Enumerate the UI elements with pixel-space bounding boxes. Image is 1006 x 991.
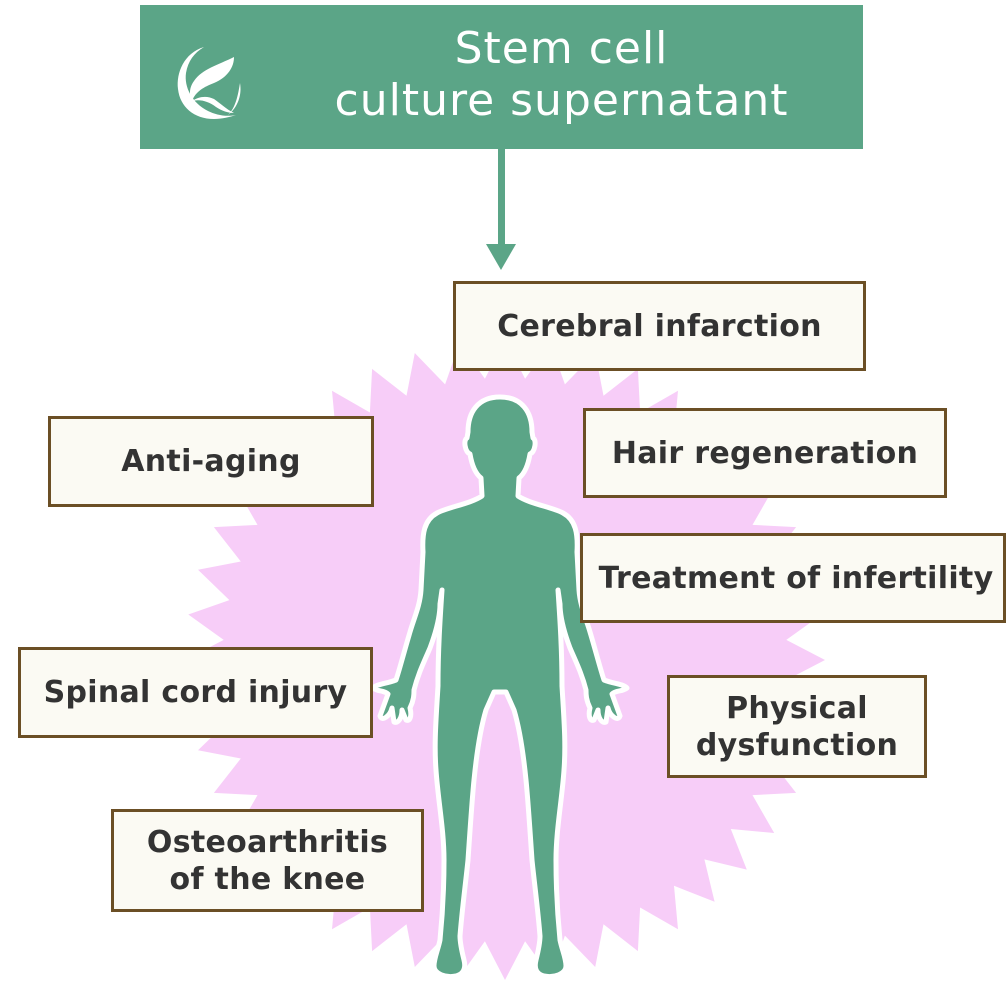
label-text: Treatment of infertility (598, 560, 994, 596)
header-title-line-1: Stem cell (454, 23, 669, 74)
arrow-shaft (498, 149, 505, 245)
arrow-down-icon (486, 244, 516, 270)
label-hair-regeneration: Hair regeneration (583, 408, 947, 498)
header-banner: Stem cell culture supernatant (140, 5, 863, 149)
header-title-line-2: culture supernatant (334, 75, 789, 126)
label-text-line-1: Physical (726, 690, 868, 726)
label-spinal-cord-injury: Spinal cord injury (18, 647, 373, 738)
label-text-line-2: dysfunction (695, 727, 899, 763)
label-text-line-1: Osteoarthritis (146, 824, 389, 860)
label-treatment-of-infertility: Treatment of infertility (580, 533, 1006, 623)
label-text: Anti-aging (121, 444, 301, 479)
label-physical-dysfunction: Physical dysfunction (667, 675, 927, 778)
label-cerebral-infarction: Cerebral infarction (453, 281, 866, 371)
label-text-line-2: of the knee (169, 861, 366, 897)
label-text: Cerebral infarction (497, 308, 822, 344)
leaf-logo-icon (177, 47, 241, 119)
label-osteoarthritis-of-the-knee: Osteoarthritis of the knee (111, 809, 424, 912)
label-anti-aging: Anti-aging (48, 416, 374, 507)
label-text: Spinal cord injury (43, 675, 348, 710)
header-title: Stem cell culture supernatant (270, 23, 853, 127)
label-text: Hair regeneration (611, 435, 919, 471)
